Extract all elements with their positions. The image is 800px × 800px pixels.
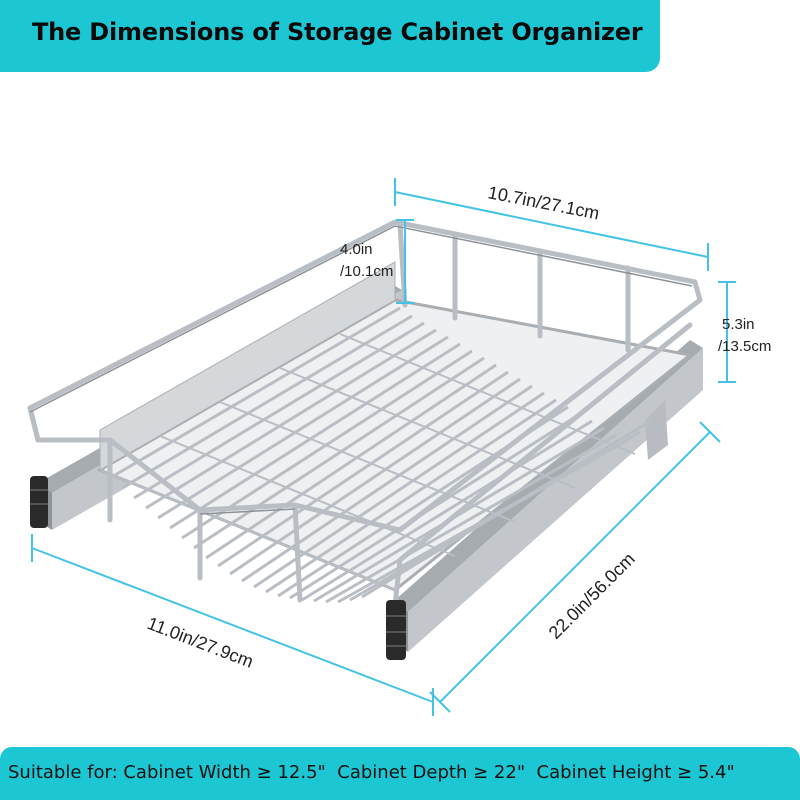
dimension-depth: 22.0in/56.0cm (545, 549, 639, 643)
dimension-width-top: 10.7in/27.1cm (486, 182, 601, 223)
right-end-cap (386, 600, 406, 660)
page-title: The Dimensions of Storage Cabinet Organi… (32, 18, 643, 46)
footer-banner (0, 747, 800, 800)
dimension-height-line1: 5.3in (722, 316, 755, 333)
wire-floor (96, 298, 694, 604)
wire-basket-frame (27, 219, 703, 608)
wire-shading (29, 225, 693, 515)
dimension-width-bottom: 11.0in/27.9cm (145, 613, 256, 672)
cabinet-requirements-text: Suitable for: Cabinet Width ≥ 12.5" Cabi… (8, 762, 735, 783)
dimension-inner-height-line1: 4.0in (340, 241, 373, 258)
title-banner (0, 0, 660, 72)
left-side-panel (99, 261, 396, 471)
left-end-cap (30, 476, 48, 528)
dimension-lines (31, 178, 736, 716)
dimension-height-line2: /13.5cm (718, 338, 771, 355)
dimension-inner-height-line2: /10.1cm (340, 263, 393, 280)
